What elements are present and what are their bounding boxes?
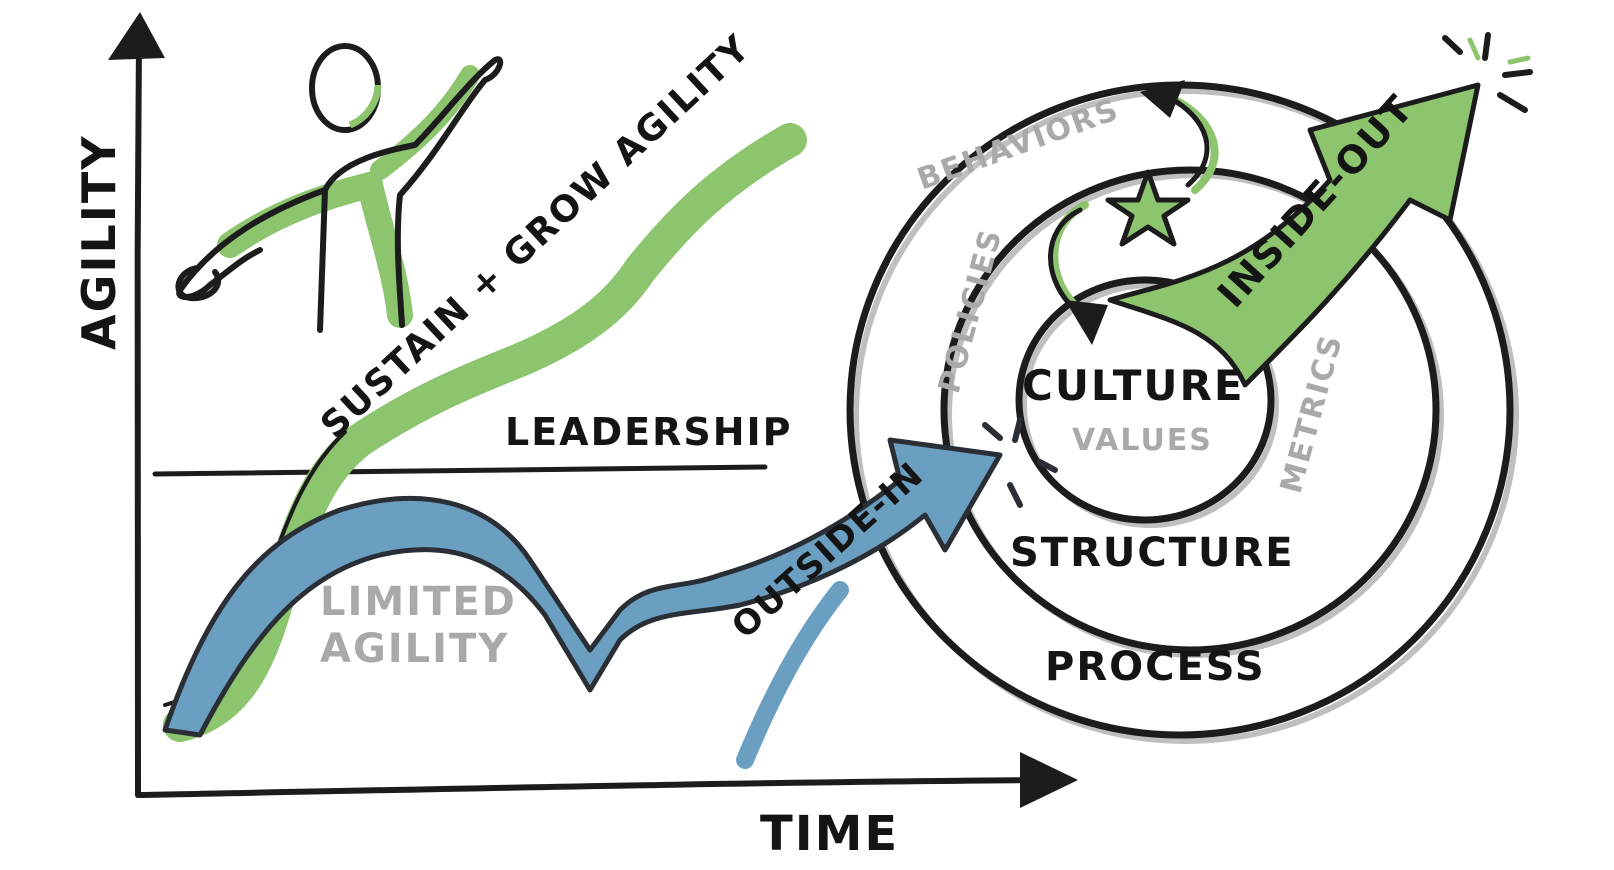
limited-agility-label-line1: LIMITED — [320, 579, 517, 625]
x-axis-arrowhead — [1020, 752, 1078, 808]
metrics-label: METRICS — [1274, 330, 1350, 497]
leadership-label: LEADERSHIP — [505, 410, 793, 454]
inside-out-spark — [1442, 32, 1533, 113]
figure-head-shade — [348, 84, 382, 129]
y-axis-label: AGILITY — [72, 134, 126, 350]
figure-head — [309, 43, 381, 133]
inside-out-spark-green — [1467, 37, 1531, 65]
values-label: VALUES — [1072, 423, 1213, 458]
y-axis-arrowhead — [108, 12, 165, 60]
cycle-arrows — [1048, 80, 1219, 345]
inner-ring — [1021, 282, 1279, 528]
outside-in-arrow — [162, 437, 1003, 769]
x-axis-label: TIME — [760, 806, 899, 862]
outer-ring — [853, 88, 1519, 744]
outside-in-tail-stroke — [736, 581, 849, 769]
y-axis-line — [133, 35, 142, 798]
axes-group: AGILITY TIME — [72, 12, 1078, 862]
cycle-arrowhead-lower — [1065, 300, 1108, 345]
cheering-person-icon — [175, 43, 504, 333]
limited-agility-label-line2: AGILITY — [320, 626, 509, 672]
middle-ring — [940, 166, 1440, 654]
culture-label: CULTURE — [1022, 361, 1245, 410]
inside-out-body — [1107, 82, 1481, 388]
behaviors-label: BEHAVIORS — [913, 92, 1124, 197]
inside-out-arrow — [1107, 82, 1481, 388]
process-label: PROCESS — [1045, 644, 1266, 690]
inner-ring — [1015, 276, 1275, 524]
structure-label: STRUCTURE — [1010, 530, 1295, 576]
cycle-arrowhead-upper — [1140, 80, 1185, 118]
policies-label: POLICIES — [932, 225, 1010, 397]
figure-left-hand — [175, 265, 222, 302]
figure-green-body — [217, 169, 413, 328]
x-axis-line — [135, 777, 1048, 798]
outside-in-body — [162, 437, 1003, 738]
cycle-arrow-upper-ink — [1167, 95, 1210, 188]
leadership-line — [152, 464, 768, 477]
star-icon — [1105, 169, 1191, 247]
outside-in-spark — [982, 417, 1058, 508]
